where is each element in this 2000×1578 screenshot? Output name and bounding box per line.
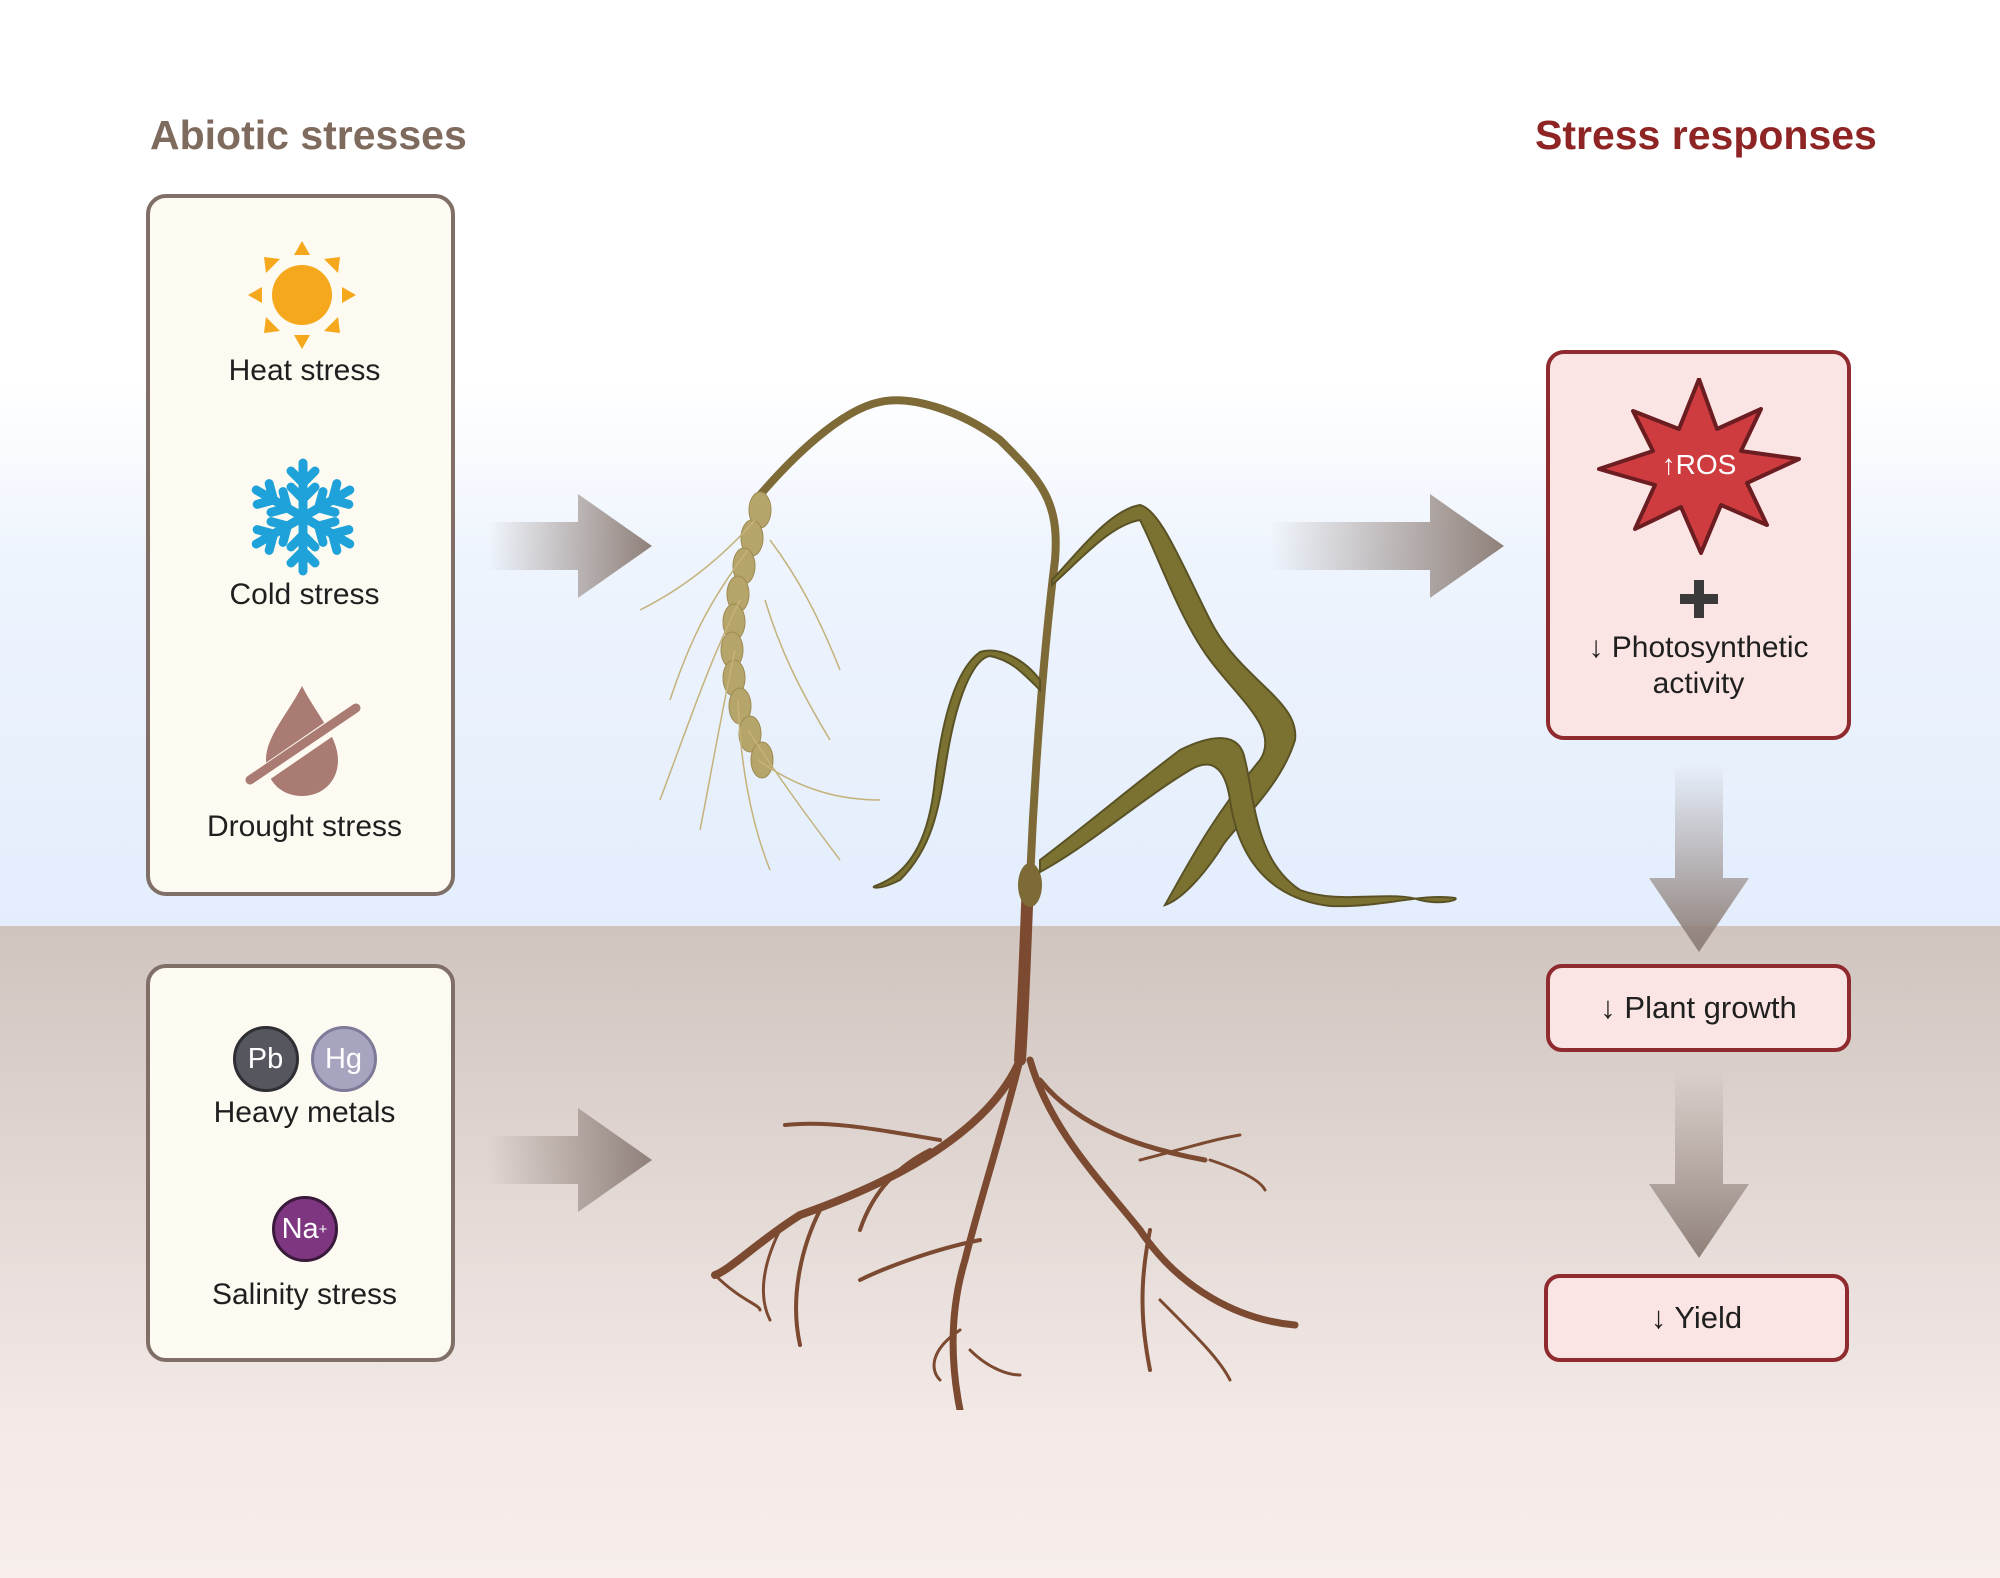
ros-response-box: ↑ROS ↓ Photosynthetic activity [1546, 350, 1851, 740]
lead-ion-icon: Pb [232, 1026, 299, 1092]
mercury-ion-icon: Hg [310, 1026, 377, 1092]
stress-responses-heading: Stress responses [1535, 112, 1877, 158]
abiotic-stresses-heading: Abiotic stresses [150, 112, 467, 158]
ros-burst-icon [1597, 378, 1801, 555]
response-to-growth-arrow [1649, 764, 1749, 952]
plant-to-response-arrow [1270, 494, 1504, 598]
salt-ion-row: Na+ [150, 1196, 459, 1262]
stress-to-root-arrow-lower [488, 1108, 652, 1212]
heat-stress-label: Heat stress [228, 354, 381, 387]
stem [756, 396, 1060, 907]
photosynthetic-activity-label: ↓ Photosynthetic activity [1588, 631, 1809, 700]
plant-growth-label: ↓ Plant growth [1600, 990, 1797, 1025]
sodium-ion-icon: Na+ [271, 1196, 338, 1262]
sodium-charge: + [318, 1220, 328, 1238]
stress-to-plant-arrow-upper [488, 494, 652, 598]
ros-label: ↑ROS [1661, 449, 1737, 480]
wheat-ear [720, 491, 774, 779]
cold-stress-label: Cold stress [229, 578, 380, 611]
snowflake-icon [251, 458, 355, 576]
wilted-plant-illustration [639, 396, 1457, 1410]
wheat-awns [639, 519, 881, 871]
wilted-leaves [872, 503, 1457, 908]
heavy-metal-ions: Pb Hg [150, 1026, 459, 1092]
below-ground-stress-panel: Pb Hg Heavy metals Na+ Salinity stress [146, 964, 455, 1362]
salinity-stress-label: Salinity stress [211, 1278, 398, 1311]
heavy-metals-label: Heavy metals [213, 1096, 396, 1129]
plant-growth-box: ↓ Plant growth [1546, 964, 1851, 1052]
yield-label: ↓ Yield [1650, 1300, 1743, 1335]
plus-icon [1680, 580, 1718, 623]
sun-icon [248, 241, 356, 349]
drought-stress-label: Drought stress [206, 810, 403, 843]
sodium-symbol: Na [281, 1212, 319, 1245]
yield-box: ↓ Yield [1544, 1274, 1849, 1362]
roots [711, 874, 1299, 1410]
above-ground-stress-panel: Heat stress Cold stress Drought stress [146, 194, 455, 896]
growth-to-yield-arrow [1649, 1070, 1749, 1258]
no-water-drop-icon [245, 686, 361, 796]
